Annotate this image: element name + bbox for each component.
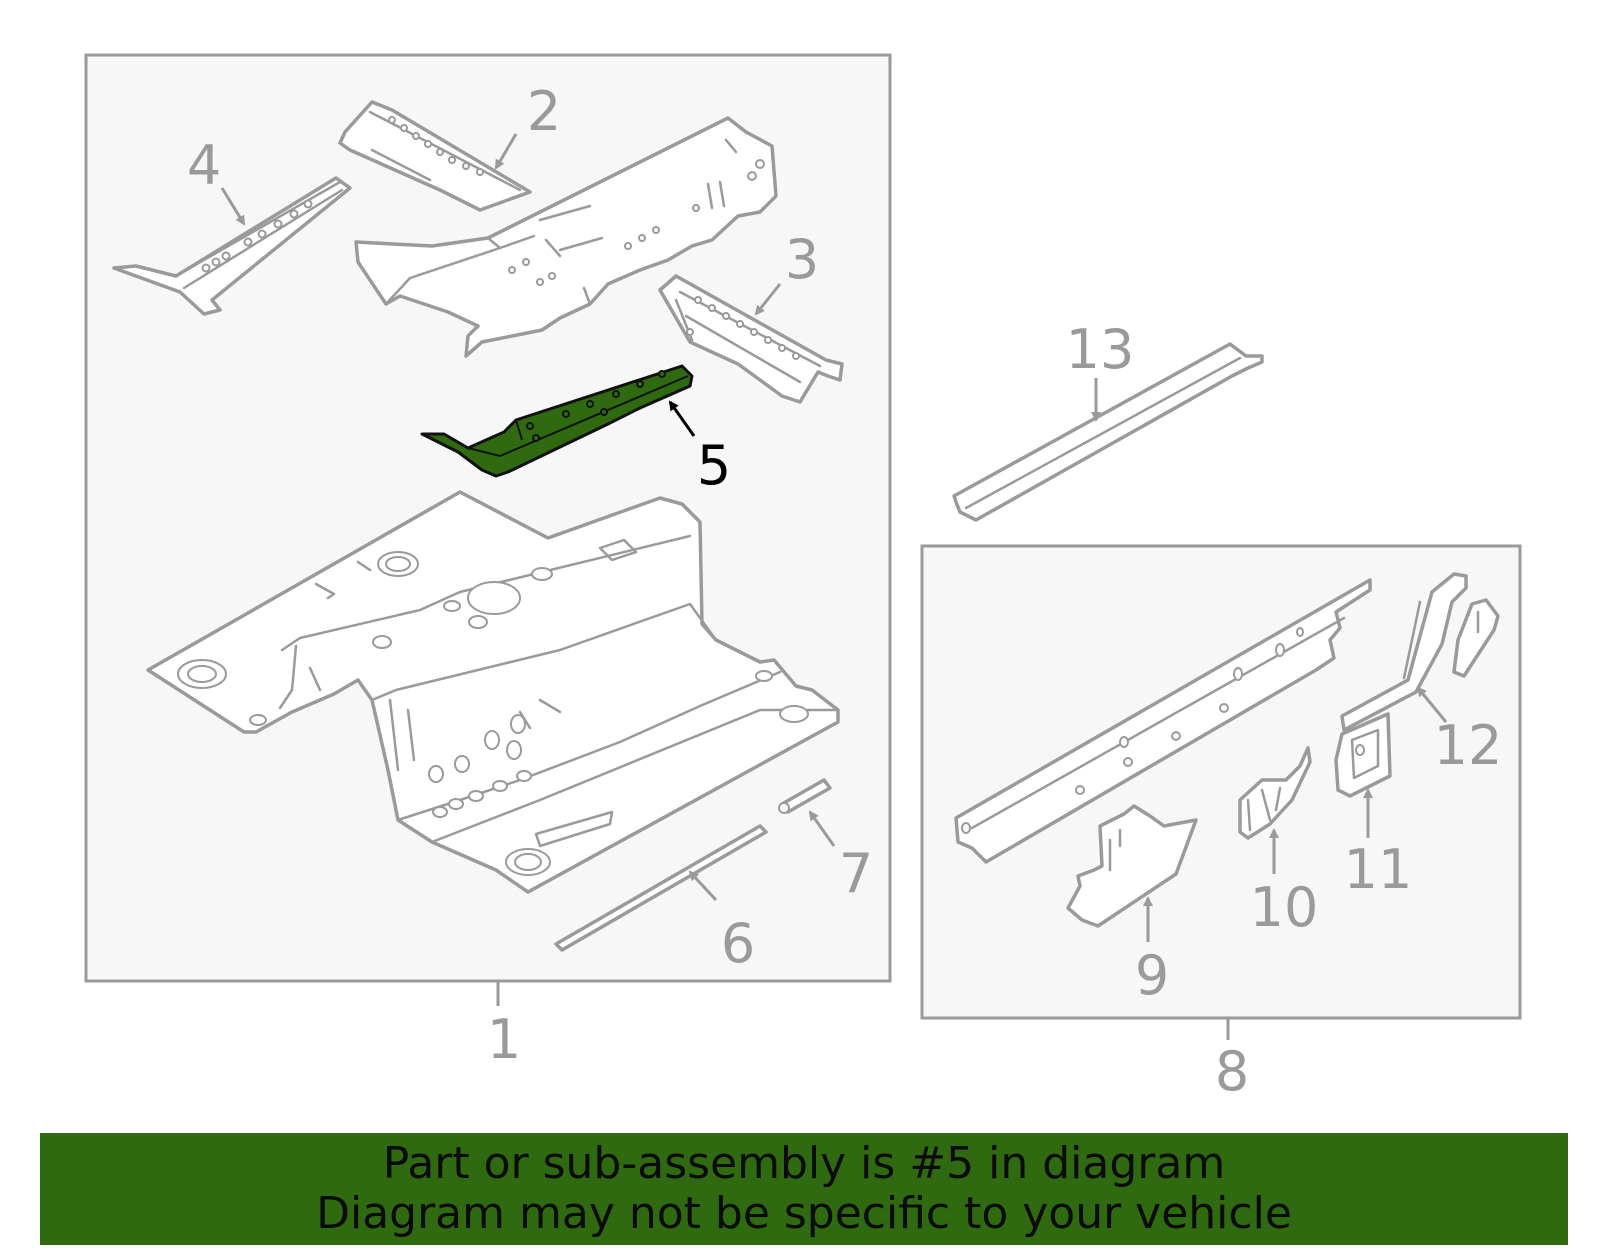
part-7-pin[interactable] bbox=[778, 778, 832, 814]
leader-lines bbox=[220, 133, 1448, 1040]
callout-2: 2 bbox=[527, 80, 561, 143]
callout-12: 12 bbox=[1434, 714, 1503, 777]
info-banner: Part or sub-assembly is #5 in diagram Di… bbox=[40, 1133, 1568, 1245]
tunnel-panel bbox=[354, 116, 778, 358]
callout-1: 1 bbox=[487, 1008, 521, 1071]
callout-4: 4 bbox=[187, 134, 221, 197]
part-12-brace[interactable] bbox=[1340, 572, 1500, 732]
callout-13: 13 bbox=[1066, 318, 1135, 381]
banner-line-1: Part or sub-assembly is #5 in diagram bbox=[382, 1138, 1226, 1189]
callout-6: 6 bbox=[721, 912, 755, 975]
part-1-floor-pan[interactable] bbox=[146, 490, 840, 894]
part-9-bracket[interactable] bbox=[1066, 804, 1198, 928]
callout-11: 11 bbox=[1344, 838, 1413, 901]
banner-line-2: Diagram may not be specific to your vehi… bbox=[316, 1188, 1292, 1239]
callout-9: 9 bbox=[1135, 944, 1169, 1007]
part-4-rail[interactable] bbox=[112, 176, 352, 316]
part-3-rail[interactable] bbox=[658, 274, 844, 404]
part-6-rod[interactable] bbox=[554, 824, 768, 952]
part-5-rail-highlighted[interactable] bbox=[420, 364, 694, 478]
callout-3: 3 bbox=[785, 228, 819, 291]
callout-7: 7 bbox=[839, 842, 873, 905]
callout-8: 8 bbox=[1215, 1040, 1249, 1103]
part-2-crossmember[interactable] bbox=[338, 100, 532, 212]
part-11-plate[interactable] bbox=[1334, 712, 1392, 798]
part-10-bracket[interactable] bbox=[1238, 746, 1312, 840]
part-13-rocker-rail[interactable] bbox=[952, 342, 1264, 522]
callout-5: 5 bbox=[697, 434, 731, 497]
callout-10: 10 bbox=[1250, 876, 1319, 939]
sill-reinforcement bbox=[954, 578, 1372, 864]
